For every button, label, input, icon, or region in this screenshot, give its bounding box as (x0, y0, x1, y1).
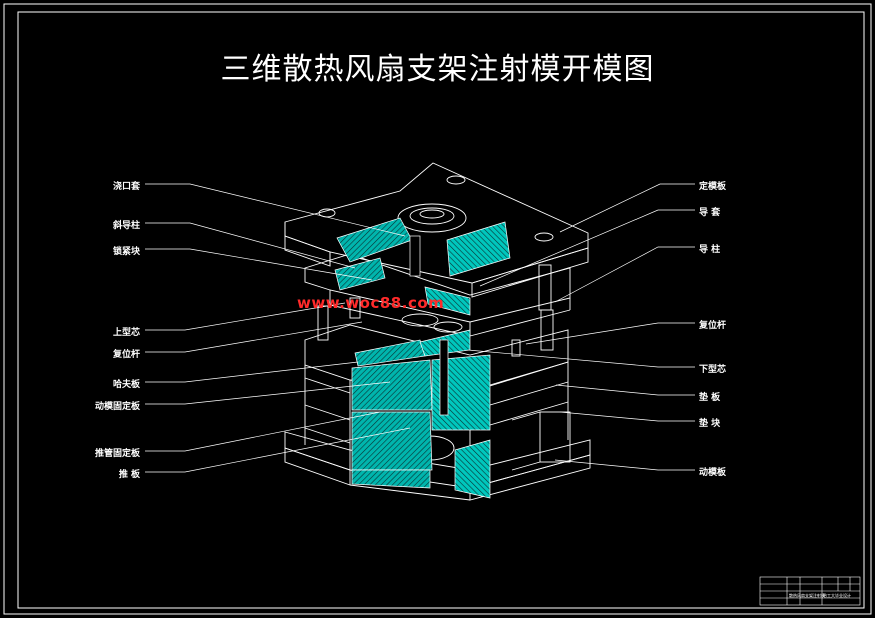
sprue-bushing (397, 203, 467, 233)
label-moving-plate: 动模板 (699, 468, 727, 478)
watermark: www.woc88.com (297, 294, 445, 312)
top-plate-right (471, 247, 589, 298)
label-spacer-block: 垫 块 (699, 419, 721, 429)
guide-pillar-rear (540, 309, 554, 351)
drawing-title: 三维散热风扇支架注射模开模图 (220, 52, 655, 87)
label-return-pin-left: 复位杆 (112, 350, 140, 360)
label-upper-core: 上型芯 (112, 328, 140, 338)
label-guide-bush: 导 套 (699, 208, 721, 218)
top-plate-front (284, 235, 331, 267)
label-fixed-plate: 定模板 (699, 182, 727, 192)
support-block (539, 411, 571, 463)
label-lower-core: 下型芯 (699, 365, 727, 375)
title-block-name: 散热风扇支架注射模 (789, 593, 825, 598)
base-plate-right (469, 454, 591, 501)
leaders-right (467, 183, 695, 471)
label-ejector-sleeve-plate: 推管固定板 (94, 449, 140, 459)
outer-frame (3, 3, 872, 615)
label-split-plate: 哈夫板 (112, 380, 140, 390)
base-plate-front (284, 447, 351, 486)
title-block (759, 576, 861, 606)
label-backing-plate: 垫 板 (699, 393, 721, 403)
label-moving-fixed-plate: 动模固定板 (94, 402, 140, 412)
label-return-pin-right: 复位杆 (699, 321, 727, 331)
section-faces (334, 217, 511, 499)
label-push-plate: 推 板 (118, 470, 140, 480)
label-locking-block: 锁紧块 (112, 247, 140, 257)
mold-assembly (284, 162, 591, 501)
leaders-left (145, 183, 411, 473)
guide-hole (446, 175, 466, 185)
title-block-school: 哈工大毕业设计 (823, 593, 851, 598)
inner-frame (17, 11, 865, 609)
label-sprue-bushing: 浇口套 (112, 182, 140, 192)
label-guide-pillar: 导 柱 (699, 245, 721, 255)
base-plate-top (284, 431, 591, 489)
label-angle-pin: 斜导柱 (112, 221, 140, 231)
